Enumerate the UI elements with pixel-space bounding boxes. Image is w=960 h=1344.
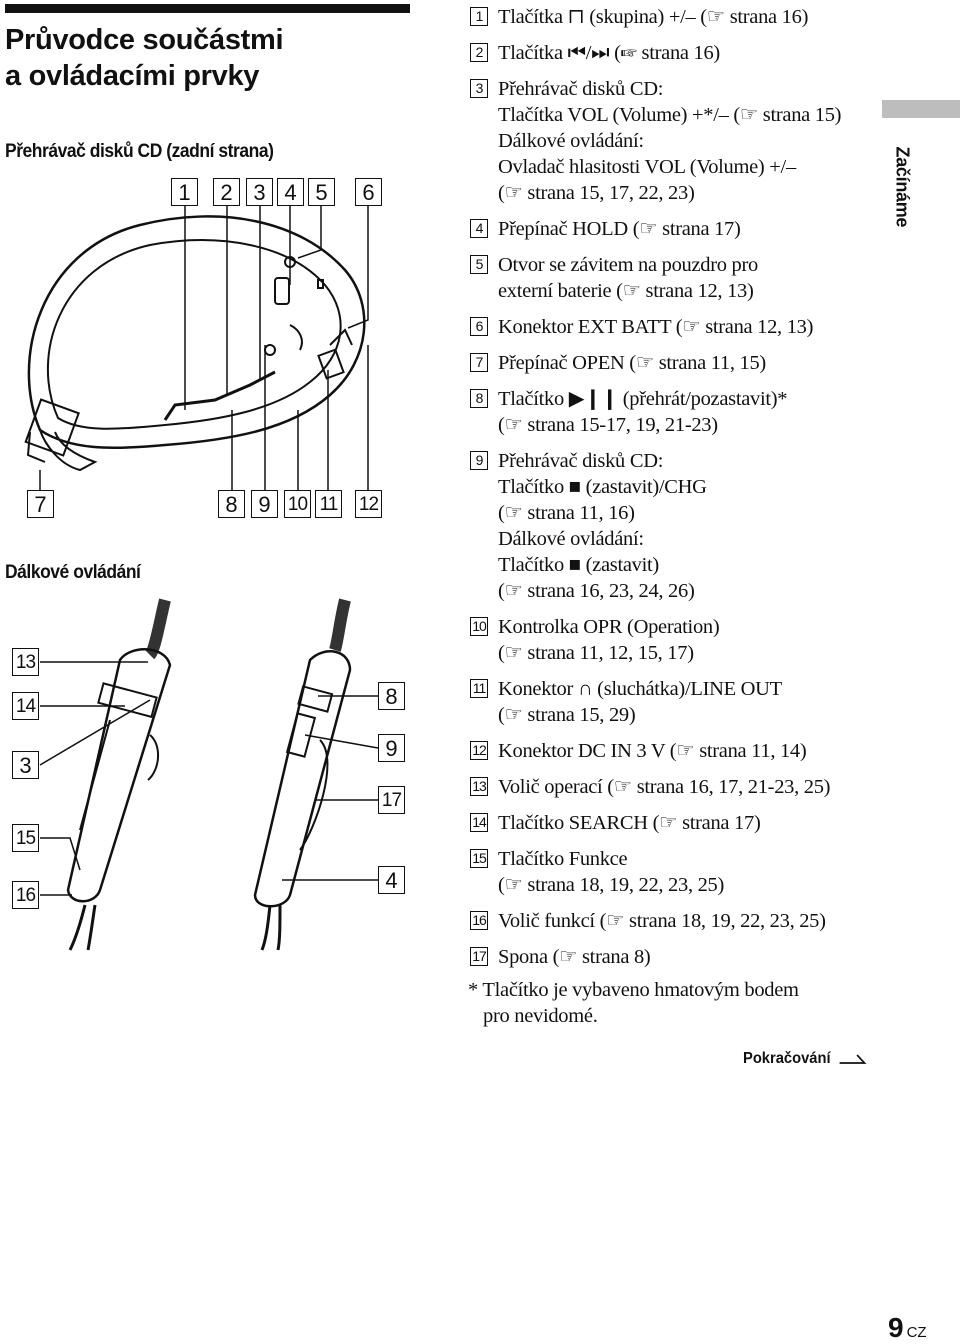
page-number-suffix: CZ xyxy=(906,1324,927,1341)
list-item: 16 Volič funkcí (☞ strana 18, 19, 22, 23,… xyxy=(468,908,878,934)
callout-2: 2 xyxy=(213,178,240,206)
callout-16: 16 xyxy=(12,881,39,909)
callout-12: 12 xyxy=(355,490,382,518)
item-number: 16 xyxy=(470,911,488,930)
continue-arrow-icon xyxy=(839,1054,867,1064)
side-tab-bar xyxy=(882,100,960,118)
item-number: 8 xyxy=(470,389,488,408)
list-item: 12 Konektor DC IN 3 V (☞ strana 11, 14) xyxy=(468,738,878,764)
item-text: Konektor EXT BATT (☞ strana 12, 13) xyxy=(498,316,814,338)
item-text: Tlačítko Funkce (☞ strana 18, 19, 22, 23… xyxy=(498,848,725,896)
page-title-line1: Průvodce součástmi xyxy=(5,24,284,56)
item-number: 14 xyxy=(470,813,488,832)
list-item: 14 Tlačítko SEARCH (☞ strana 17) xyxy=(468,810,878,836)
item-number: 13 xyxy=(470,777,488,796)
parts-illustration xyxy=(24,205,379,951)
callout-5: 5 xyxy=(308,178,335,206)
item-text: Konektor DC IN 3 V (☞ strana 11, 14) xyxy=(498,740,807,762)
list-item: 15 Tlačítko Funkce (☞ strana 18, 19, 22, … xyxy=(468,846,878,898)
list-item: 13 Volič operací (☞ strana 16, 17, 21-23,… xyxy=(468,774,878,800)
callout-8: 8 xyxy=(218,490,245,518)
footnote-line2: pro nevidomé. xyxy=(483,1005,598,1027)
callout-11: 11 xyxy=(315,490,342,518)
continued-label: Pokračování xyxy=(743,1050,868,1068)
callout-7: 7 xyxy=(27,490,54,518)
callout-3-remote: 3 xyxy=(12,751,39,779)
item-number: 10 xyxy=(470,617,488,636)
player-subheading: Přehrávač disků CD (zadní strana) xyxy=(5,141,274,162)
page-number-value: 9 xyxy=(888,1312,904,1343)
callout-15: 15 xyxy=(12,824,39,852)
list-item: 6 Konektor EXT BATT (☞ strana 12, 13) xyxy=(468,314,878,340)
item-number: 9 xyxy=(470,451,488,470)
list-item: 11 Konektor ∩ (sluchátka)/LINE OUT (☞ str… xyxy=(468,676,878,728)
item-number: 17 xyxy=(470,947,488,966)
item-number: 5 xyxy=(470,255,488,274)
callout-14: 14 xyxy=(12,692,39,720)
callout-10: 10 xyxy=(284,490,311,518)
item-text: Tlačítka ⏮/⏭ (☞ strana 16) xyxy=(498,42,720,64)
list-item: 17 Spona (☞ strana 8) xyxy=(468,944,878,970)
remote-subheading: Dálkové ovládání xyxy=(5,562,141,583)
callout-9: 9 xyxy=(251,490,278,518)
item-text: Přepínač HOLD (☞ strana 17) xyxy=(498,218,741,240)
item-number: 2 xyxy=(470,43,488,62)
page-title: Průvodce součástmi a ovládacími prvky xyxy=(5,22,405,94)
list-item: 9 Přehrávač disků CD: Tlačítko ■ (zastavi… xyxy=(468,448,878,604)
item-text: Volič funkcí (☞ strana 18, 19, 22, 23, 2… xyxy=(498,910,826,932)
item-text: Tlačítko SEARCH (☞ strana 17) xyxy=(498,812,761,834)
remote-drawing-left xyxy=(66,598,172,951)
item-number: 15 xyxy=(470,849,488,868)
item-text: Spona (☞ strana 8) xyxy=(498,946,651,968)
page-title-line2: a ovládacími prvky xyxy=(5,60,260,92)
item-text: Kontrolka OPR (Operation) (☞ strana 11, … xyxy=(498,616,720,664)
footnote-line1: * Tlačítko je vybaveno hmatovým bodem xyxy=(468,979,799,1001)
player-leader-lines xyxy=(39,205,369,490)
callout-3: 3 xyxy=(246,178,273,206)
callout-1: 1 xyxy=(171,178,198,206)
item-number: 1 xyxy=(470,7,488,26)
header-rule xyxy=(5,4,410,13)
item-text: Volič operací (☞ strana 16, 17, 21-23, 2… xyxy=(498,776,831,798)
list-item: 7 Přepínač OPEN (☞ strana 11, 15) xyxy=(468,350,878,376)
callout-13: 13 xyxy=(12,648,39,676)
list-item: 5 Otvor se závitem na pouzdro pro externí… xyxy=(468,252,878,304)
item-text: Tlačítka ⊓ (skupina) +/– (☞ strana 16) xyxy=(498,6,809,28)
item-text: Přehrávač disků CD: Tlačítka VOL (Volume… xyxy=(498,78,842,204)
remote-drawing-right xyxy=(253,598,352,951)
list-item: 10 Kontrolka OPR (Operation) (☞ strana 11… xyxy=(468,614,878,666)
item-number: 11 xyxy=(470,679,488,698)
list-item: 3 Přehrávač disků CD: Tlačítka VOL (Volum… xyxy=(468,76,878,206)
item-number: 7 xyxy=(470,353,488,372)
list-item: 1 Tlačítka ⊓ (skupina) +/– (☞ strana 16) xyxy=(468,4,878,30)
item-text: Konektor ∩ (sluchátka)/LINE OUT (☞ stran… xyxy=(498,678,782,726)
list-item: 2 Tlačítka ⏮/⏭ (☞ strana 16) xyxy=(468,40,878,66)
callout-17: 17 xyxy=(378,786,405,814)
remote-left-leader-lines xyxy=(39,661,151,896)
callout-6: 6 xyxy=(355,178,382,206)
item-text: Přepínač OPEN (☞ strana 11, 15) xyxy=(498,352,766,374)
list-item: 8 Tlačítko ▶❙❙ (přehrát/pozastavit)* (☞ s… xyxy=(468,386,878,438)
continued-text: Pokračování xyxy=(743,1050,831,1067)
footnote: * Tlačítko je vybaveno hmatovým bodem pr… xyxy=(468,977,878,1029)
cd-player-drawing xyxy=(24,215,366,472)
item-text: Přehrávač disků CD: Tlačítko ■ (zastavit… xyxy=(498,450,707,602)
callout-8-remote: 8 xyxy=(378,682,405,710)
item-number: 4 xyxy=(470,219,488,238)
callout-4-remote: 4 xyxy=(378,866,405,894)
item-number: 6 xyxy=(470,317,488,336)
list-item: 4 Přepínač HOLD (☞ strana 17) xyxy=(468,216,878,242)
item-number: 12 xyxy=(470,741,488,760)
item-text: Tlačítko ▶❙❙ (přehrát/pozastavit)* (☞ st… xyxy=(498,388,788,436)
item-text: Otvor se závitem na pouzdro pro externí … xyxy=(498,254,758,302)
callout-9-remote: 9 xyxy=(378,734,405,762)
item-number: 3 xyxy=(470,79,488,98)
remote-right-leader-lines xyxy=(282,695,379,881)
side-tab-label: Začínáme xyxy=(892,146,913,228)
callout-4: 4 xyxy=(277,178,304,206)
